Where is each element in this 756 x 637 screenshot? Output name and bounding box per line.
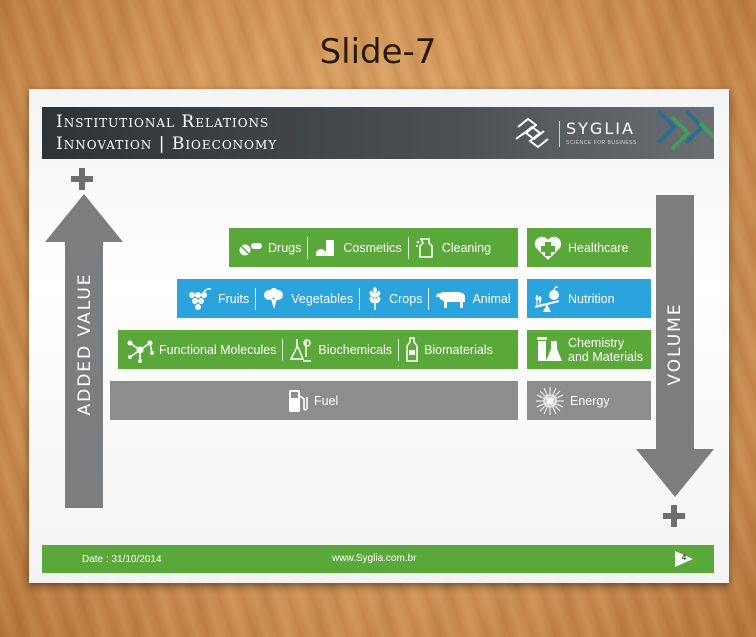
category-bar-chemistry: Chemistry and Materials [527, 330, 651, 369]
category-label: Healthcare [568, 240, 629, 255]
applications-bar-row3: Functional Molecules Biochemicals Biomat… [118, 330, 518, 369]
divider [255, 287, 257, 310]
item-label: Cleaning [441, 240, 492, 255]
broccoli-icon [264, 287, 284, 309]
divider [398, 338, 400, 361]
footer-url[interactable]: www.Syglia.com.br [332, 553, 417, 564]
item-label: Animal [472, 291, 511, 306]
category-bar-healthcare: Healthcare [527, 228, 651, 267]
list-item: Drugs [239, 228, 301, 267]
divider [407, 236, 409, 259]
grapes-icon [189, 287, 212, 310]
divider [307, 236, 309, 259]
list-item: Crops [366, 279, 422, 318]
medical-cross-icon [534, 236, 562, 260]
fuel-pump-icon [289, 389, 308, 412]
list-item: Vegetables [262, 279, 353, 318]
balance-scale-icon [534, 285, 560, 312]
item-label: Functional Molecules [159, 342, 277, 357]
cleaning-icon [415, 237, 433, 258]
volume-arrow [636, 195, 714, 497]
item-label: Fuel [314, 393, 339, 408]
list-item: Biomaterials [405, 330, 493, 369]
increase-plus-icon [663, 505, 685, 527]
added-value-label: ADDED VALUE [75, 272, 95, 416]
divider [359, 287, 361, 310]
slide-banner: Institutional Relations Innovation | Bio… [42, 107, 714, 159]
list-item: Cleaning [415, 228, 491, 267]
molecule-icon [127, 340, 154, 363]
applications-bar-row1: Drugs Cosmetics Cleaning [229, 228, 518, 267]
page-number: 4 [681, 553, 687, 562]
list-item: Fruits [187, 279, 249, 318]
brand: SYGLIA SCIENCE FOR BUSINESS [514, 117, 714, 151]
divider [282, 338, 284, 361]
page-title: Slide-7 [319, 32, 437, 72]
pills-icon [239, 242, 262, 255]
brand-separator [559, 121, 560, 147]
wheat-icon [369, 286, 381, 310]
item-label: Biochemicals [318, 342, 393, 357]
increase-plus-icon [71, 168, 93, 190]
banner-title-line-2: Innovation | Bioeconomy [56, 134, 278, 154]
syglia-logo-icon [515, 117, 549, 149]
flask-icon [537, 336, 562, 361]
item-label: Drugs [268, 240, 302, 255]
item-label: Crops [389, 291, 423, 306]
brand-name: SYGLIA [566, 119, 635, 138]
category-bar-nutrition: Nutrition [527, 279, 651, 318]
list-item: Biochemicals [289, 330, 392, 369]
category-label: Energy [570, 393, 610, 408]
list-item: Functional Molecules [126, 330, 276, 369]
category-label: Nutrition [568, 291, 615, 306]
play-triangle-icon [675, 551, 693, 567]
volume-label: VOLUME [665, 302, 685, 386]
energy-burst-icon [536, 386, 564, 415]
bottle-icon [406, 336, 418, 362]
page-number-badge: 4 [674, 550, 694, 568]
category-label: Chemistry and Materials [568, 335, 644, 364]
cosmetics-icon [316, 239, 335, 256]
added-value-arrow [45, 194, 123, 508]
lab-icon [290, 338, 312, 362]
banner-chevron-icon [656, 109, 714, 151]
footer-date: Date : 31/10/2014 [82, 554, 162, 565]
banner-title-line-1: Institutional Relations [56, 112, 270, 132]
slide: Institutional Relations Innovation | Bio… [29, 89, 729, 583]
list-item: Animal [435, 279, 511, 318]
applications-bar-row2: Fruits Vegetables Crops Animal [177, 279, 518, 318]
cow-icon [436, 291, 466, 308]
brand-tagline: SCIENCE FOR BUSINESS [566, 140, 637, 146]
item-label: Biomaterials [424, 342, 493, 357]
list-item: Cosmetics [314, 228, 402, 267]
list-item: Fuel [287, 381, 338, 420]
slide-footer: Date : 31/10/2014 www.Syglia.com.br 4 [42, 545, 714, 573]
item-label: Fruits [218, 291, 250, 306]
item-label: Vegetables [291, 291, 354, 306]
divider [428, 287, 430, 310]
applications-bar-row4: Fuel [110, 381, 518, 420]
category-bar-energy: Energy [527, 381, 651, 420]
item-label: Cosmetics [343, 240, 402, 255]
